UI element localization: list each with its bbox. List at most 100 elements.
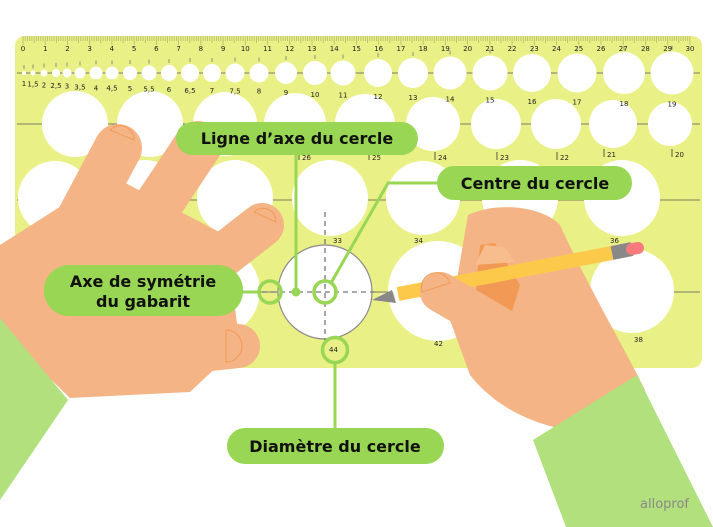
circle-hole bbox=[650, 51, 694, 95]
left-sleeve bbox=[0, 318, 68, 500]
size-label: 42 bbox=[434, 340, 443, 348]
circle-hole bbox=[89, 66, 103, 80]
ruler-number: 16 bbox=[374, 45, 383, 53]
circle-hole bbox=[531, 99, 581, 149]
ruler-number: 15 bbox=[352, 45, 361, 53]
circle-hole bbox=[105, 66, 119, 80]
ruler-number: 27 bbox=[619, 45, 628, 53]
right-hand bbox=[372, 207, 645, 433]
ruler-number: 7 bbox=[176, 45, 180, 53]
callout-axis-line-label: Ligne d’axe du cercle bbox=[201, 129, 394, 148]
ruler-number: 6 bbox=[154, 45, 159, 53]
circle-hole bbox=[22, 71, 26, 75]
circle-hole bbox=[40, 69, 48, 77]
alloprof-logo: alloprof bbox=[640, 497, 689, 512]
size-label: 18 bbox=[620, 100, 629, 108]
size-label: 20 bbox=[675, 151, 684, 159]
size-label: 3,5 bbox=[74, 84, 85, 92]
callout-center-label: Centre du cercle bbox=[461, 174, 610, 193]
circle-hole bbox=[513, 54, 551, 92]
circle-hole bbox=[74, 67, 86, 79]
pencil-tip bbox=[372, 290, 396, 303]
ruler-number: 0 bbox=[21, 45, 25, 53]
ruler-number: 24 bbox=[552, 45, 561, 53]
ruler-number: 10 bbox=[241, 45, 250, 53]
size-label: 9 bbox=[284, 89, 288, 97]
callout-symmetry-label-2: du gabarit bbox=[96, 292, 190, 311]
callout-symmetry-label-1: Axe de symétrie bbox=[70, 272, 217, 291]
ruler-number: 26 bbox=[597, 45, 606, 53]
circle-hole bbox=[589, 100, 637, 148]
circle-hole bbox=[603, 52, 645, 94]
size-label: 38 bbox=[634, 336, 643, 344]
circle-hole bbox=[557, 53, 597, 93]
size-label: 8 bbox=[257, 88, 261, 96]
circle-hole bbox=[225, 63, 245, 83]
ruler-number: 18 bbox=[419, 45, 428, 53]
circle-hole bbox=[249, 63, 269, 83]
callout-diameter: Diamètre du cercle bbox=[227, 335, 444, 464]
callout-axis-line: Ligne d’axe du cercle bbox=[176, 122, 418, 297]
ruler-number: 11 bbox=[263, 45, 272, 53]
ruler-number: 3 bbox=[87, 45, 91, 53]
size-label: 44 bbox=[329, 346, 338, 354]
ruler-number: 29 bbox=[663, 45, 672, 53]
circle-hole bbox=[364, 59, 392, 87]
size-label: 1 bbox=[22, 80, 26, 88]
ruler-number: 22 bbox=[508, 45, 517, 53]
circle-hole bbox=[275, 62, 297, 84]
ruler-number: 2 bbox=[65, 45, 69, 53]
circle-hole bbox=[141, 65, 157, 81]
size-label: 14 bbox=[446, 96, 455, 104]
ruler-number: 12 bbox=[285, 45, 294, 53]
diameter-marker bbox=[320, 335, 350, 365]
ruler-number: 4 bbox=[110, 45, 115, 53]
right-sleeve bbox=[533, 375, 713, 527]
size-label: 26 bbox=[302, 154, 311, 162]
ruler-number: 5 bbox=[132, 45, 136, 53]
ruler-number: 23 bbox=[530, 45, 539, 53]
size-label: 24 bbox=[438, 154, 447, 162]
ruler-number: 8 bbox=[199, 45, 203, 53]
size-label: 22 bbox=[560, 154, 569, 162]
symmetry-marker bbox=[257, 279, 283, 305]
ruler-number: 9 bbox=[221, 45, 225, 53]
circle-hole bbox=[590, 249, 674, 333]
size-label: 10 bbox=[311, 91, 320, 99]
circle-hole bbox=[406, 97, 460, 151]
size-label: 6,5 bbox=[184, 87, 195, 95]
ruler-number: 17 bbox=[396, 45, 405, 53]
size-label: 2,5 bbox=[50, 82, 61, 90]
size-label: 15 bbox=[486, 97, 495, 105]
circle-hole bbox=[303, 61, 327, 85]
size-label: 33 bbox=[333, 237, 342, 245]
ruler-number: 1 bbox=[43, 45, 47, 53]
circle-hole bbox=[398, 58, 428, 88]
size-label: 5 bbox=[128, 85, 132, 93]
size-label: 12 bbox=[374, 93, 383, 101]
size-label: 19 bbox=[668, 101, 677, 109]
size-label: 2 bbox=[42, 82, 46, 90]
ruler-number: 25 bbox=[574, 45, 583, 53]
size-label: 11 bbox=[339, 92, 348, 100]
pencil-eraser bbox=[626, 242, 644, 255]
circle-hole bbox=[161, 65, 177, 81]
ruler-number: 30 bbox=[685, 45, 694, 53]
size-label: 1,5 bbox=[27, 81, 38, 89]
circle-hole bbox=[471, 99, 521, 149]
size-label: 36 bbox=[610, 237, 619, 245]
size-label: 13 bbox=[409, 94, 418, 102]
circle-hole bbox=[292, 160, 368, 236]
circle-hole bbox=[203, 64, 221, 82]
size-label: 17 bbox=[573, 99, 582, 107]
size-label: 7,5 bbox=[229, 88, 240, 96]
ruler-number: 20 bbox=[463, 45, 472, 53]
size-label: 25 bbox=[372, 154, 381, 162]
circle-hole bbox=[648, 102, 692, 146]
ruler-number: 13 bbox=[308, 45, 317, 53]
circle-hole bbox=[62, 68, 72, 78]
callout-center: Centre du cercle bbox=[312, 166, 632, 305]
